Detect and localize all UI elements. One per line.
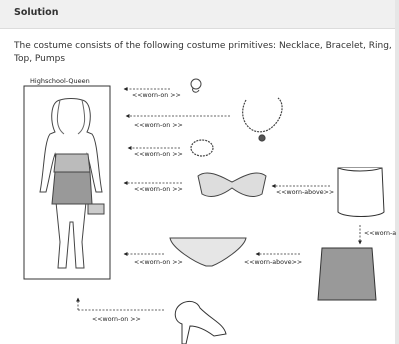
section-header: Solution [0, 0, 399, 29]
label-skirt-above: <<worn-above>> [244, 259, 302, 266]
label-bracelet: <<worn-on >> [134, 151, 183, 158]
label-panty: <<worn-on >> [134, 259, 183, 266]
label-top: <<worn-on >> [134, 186, 183, 193]
label-pumps: <<worn-on >> [92, 316, 141, 323]
bandeau-top-icon [198, 173, 266, 197]
tube-top-icon [338, 168, 384, 217]
character-label: Highschool-Queen [30, 77, 90, 85]
necklace-icon [243, 98, 282, 141]
paragraph-line-1: The costume consists of the following co… [14, 40, 394, 53]
costume-diagram: Highschool-Queen <<worn-on >> <<worn-on … [0, 72, 399, 344]
label-ring: <<worn-on >> [132, 92, 181, 99]
section-title: Solution [14, 7, 58, 18]
solution-paragraph: The costume consists of the following co… [14, 40, 394, 66]
skirt-icon [318, 248, 376, 300]
label-bodice-above: <<worn-above>> [276, 189, 334, 196]
paragraph-line-2: Top, Pumps [14, 53, 394, 66]
costume-diagram-svg [0, 72, 399, 344]
ring-icon [191, 79, 201, 92]
label-necklace: <<worn-on >> [134, 122, 183, 129]
pumps-icon [175, 301, 226, 344]
bracelet-icon [191, 140, 213, 156]
character-figure [40, 99, 104, 269]
label-worn-above-cut: <<worn-a [364, 230, 396, 237]
